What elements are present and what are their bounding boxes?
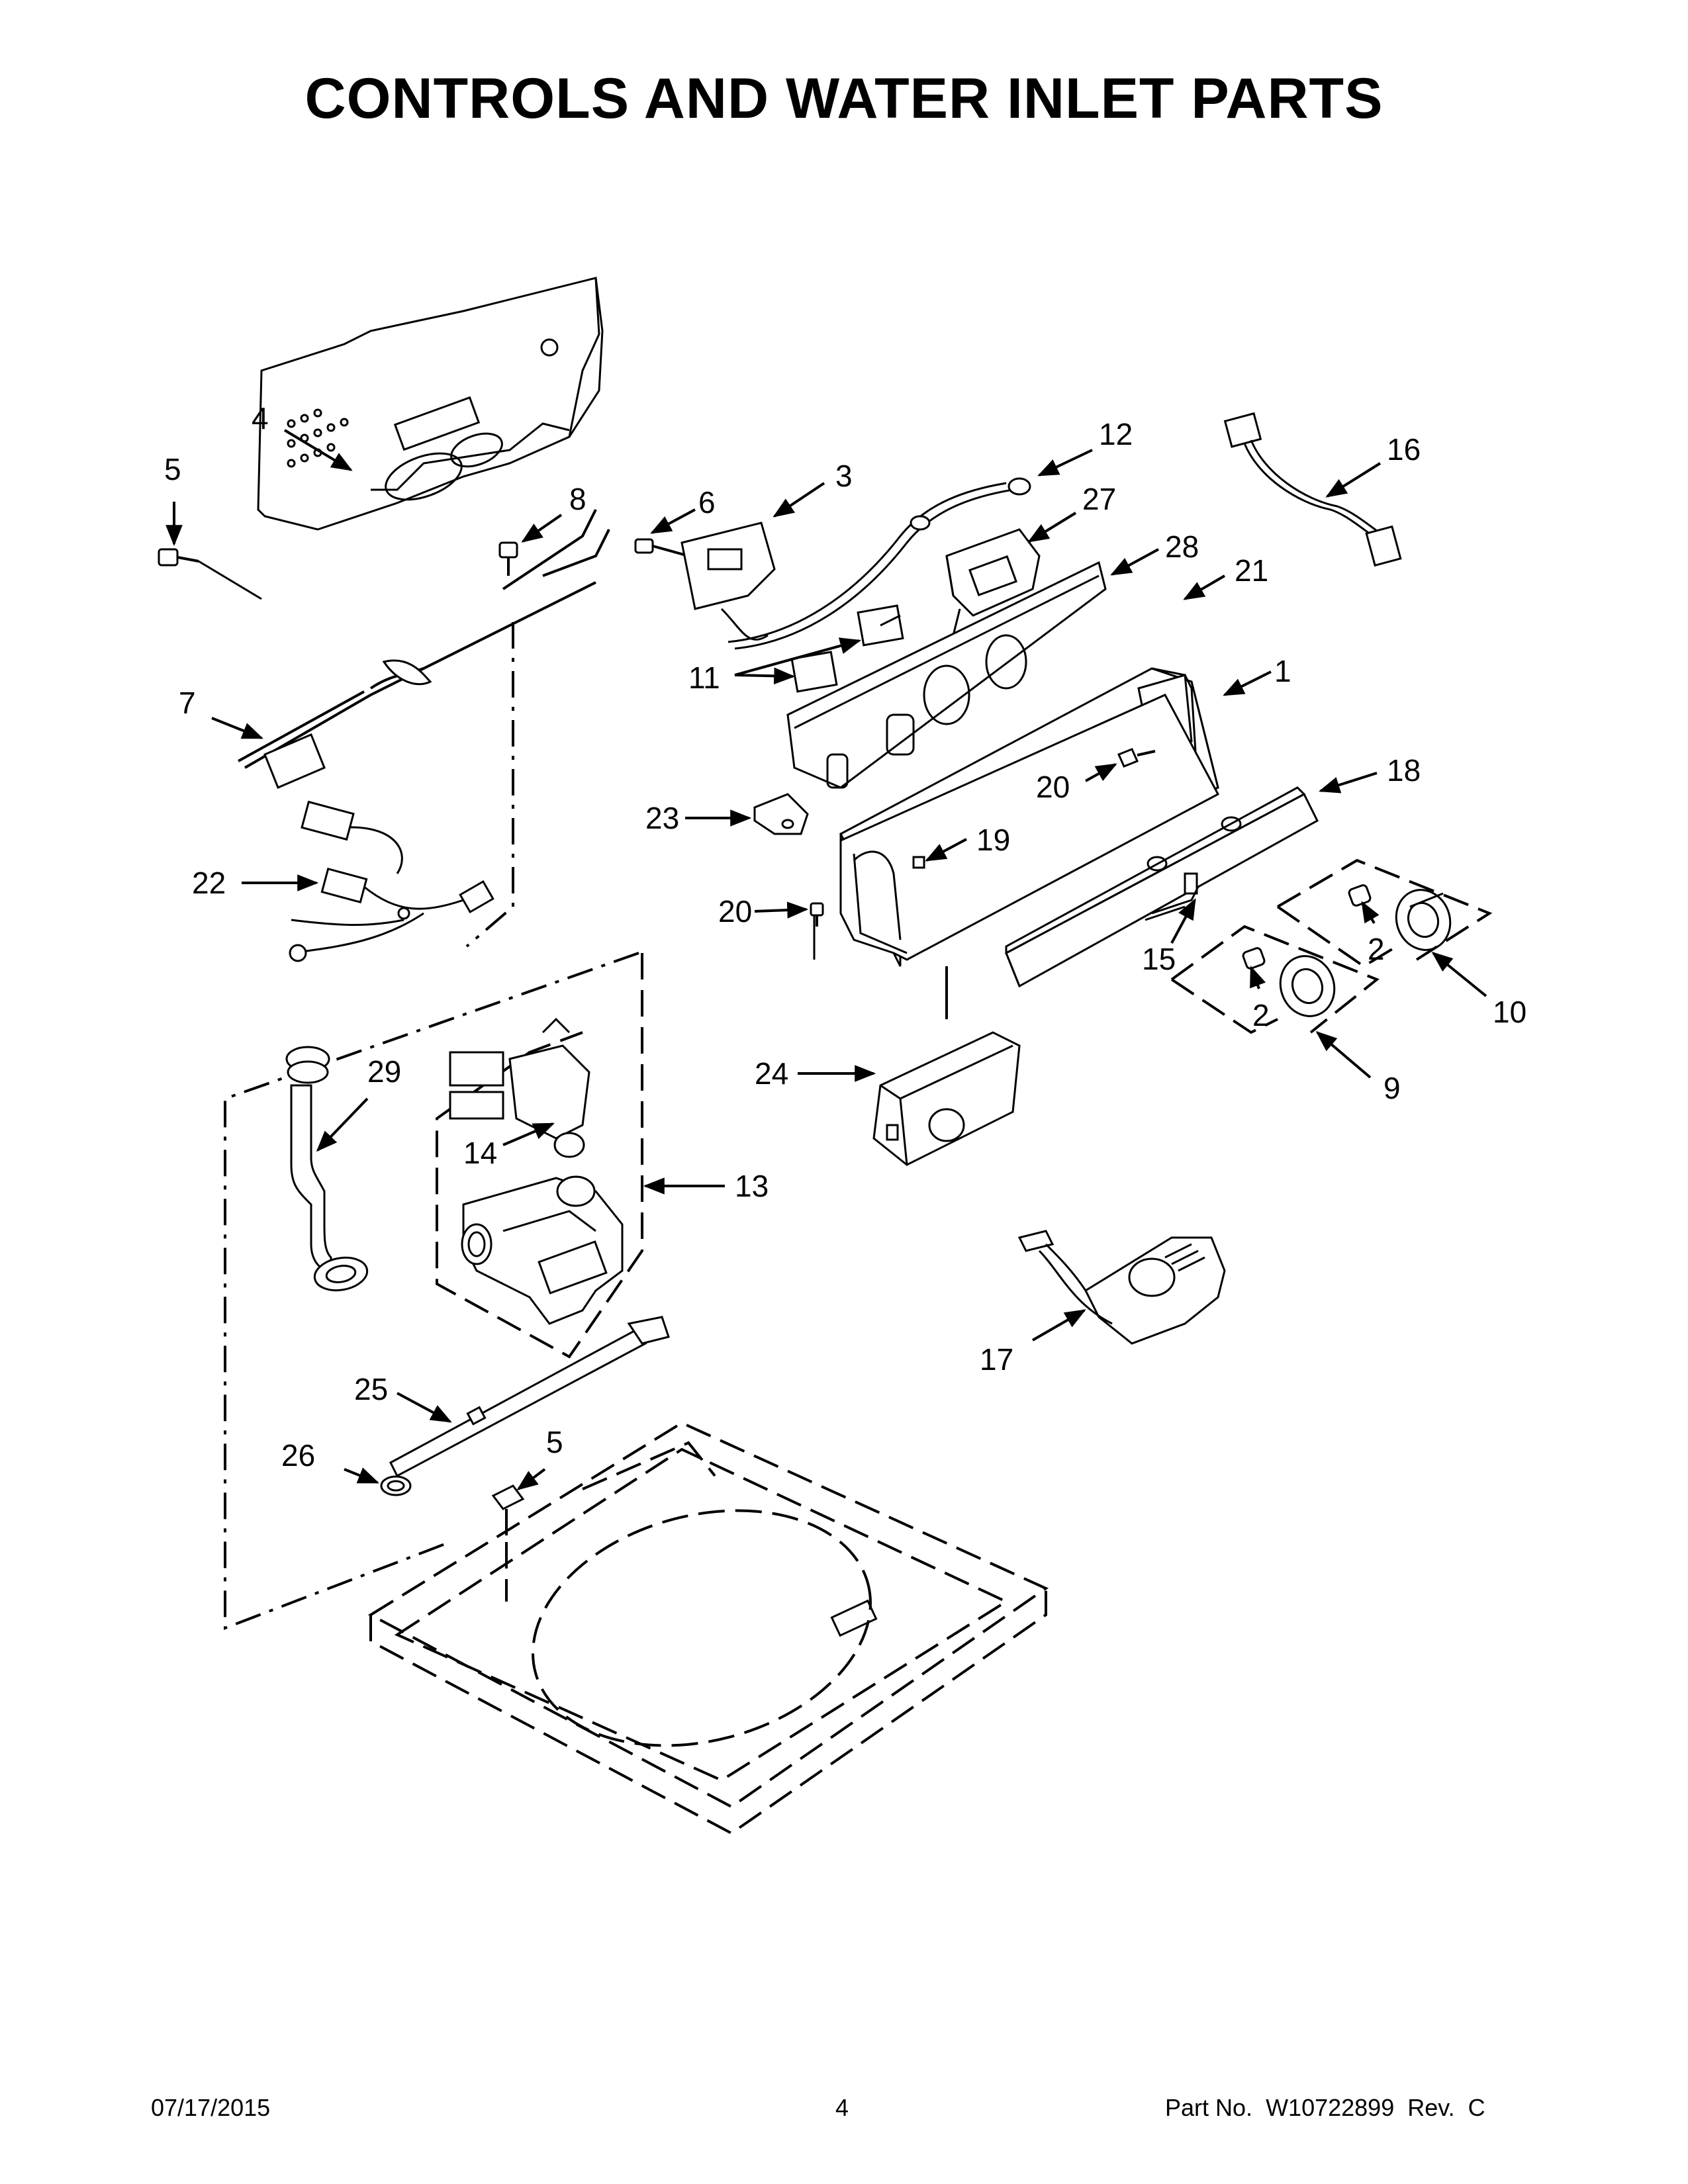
bracket-3-part	[680, 522, 776, 641]
callout-5: 5	[546, 1425, 563, 1459]
knob-10-guide	[1276, 858, 1493, 961]
spring-2-lower-part	[1242, 947, 1266, 970]
callout-14: 14	[463, 1136, 497, 1170]
callout-4: 4	[252, 401, 269, 435]
callout-27: 27	[1082, 482, 1116, 516]
rear-panel-part	[257, 277, 604, 531]
callout-25: 25	[354, 1372, 388, 1406]
control-board-24-part	[872, 1031, 1021, 1166]
board-17-part	[1017, 1230, 1226, 1345]
washer-top-outline	[367, 1421, 1049, 1835]
callout-22: 22	[192, 866, 226, 900]
footer-date: 07/17/2015	[151, 2094, 271, 2121]
callout-13: 13	[735, 1169, 769, 1203]
harness-7-part	[238, 509, 610, 789]
callout-17: 17	[980, 1342, 1013, 1377]
water-valve-13-part	[461, 1175, 624, 1325]
screw-20-lower-part	[810, 902, 824, 927]
rev-label: Rev.	[1407, 2094, 1455, 2121]
callout-6: 6	[698, 485, 716, 520]
bracket-23-part	[753, 793, 809, 835]
callout-5: 5	[164, 452, 181, 486]
board-27-part	[945, 528, 1041, 643]
callout-2: 2	[1252, 998, 1270, 1032]
knob-10-part	[1395, 889, 1452, 951]
footer-part-number: Part No. W10722899 Rev. C	[1165, 2094, 1485, 2122]
clamp-26-part	[380, 1475, 412, 1496]
callout-11: 11	[688, 660, 720, 695]
fill-hose-29-part	[285, 1046, 369, 1292]
console-back-28-part	[786, 561, 1107, 789]
callout-26: 26	[281, 1438, 315, 1473]
water-valve-harness-14-part	[449, 1017, 590, 1158]
callout-10: 10	[1493, 995, 1526, 1029]
callout-15: 15	[1142, 942, 1176, 976]
callout-18: 18	[1387, 753, 1421, 788]
callout-28: 28	[1165, 529, 1199, 564]
screw-8-part	[498, 541, 518, 576]
callout-2: 2	[1368, 932, 1385, 966]
callout-19: 19	[976, 823, 1010, 857]
harness-22-part	[289, 800, 494, 962]
callout-7: 7	[179, 686, 196, 720]
footer-page-number: 4	[835, 2094, 849, 2121]
callout-21: 21	[1235, 553, 1268, 588]
callout-12: 12	[1099, 417, 1133, 451]
callout-16: 16	[1387, 432, 1421, 467]
harness-16-part	[1223, 412, 1402, 567]
spring-2-upper-part	[1348, 884, 1372, 907]
part-number: W10722899	[1266, 2094, 1395, 2121]
leader-lines	[165, 429, 1487, 1490]
knob-9-part	[1279, 955, 1336, 1017]
knob-10-guide-lower	[1276, 905, 1398, 968]
knob-9-guide	[1170, 925, 1380, 1034]
harness-12-part	[727, 477, 1031, 650]
callout-3: 3	[835, 459, 853, 493]
overlay-18-part	[1005, 786, 1319, 988]
callout-8: 8	[569, 482, 586, 516]
callout-9: 9	[1383, 1071, 1401, 1105]
callout-29: 29	[367, 1054, 401, 1089]
callout-20: 20	[1036, 770, 1070, 804]
callout-1: 1	[1274, 654, 1291, 688]
rev-value: C	[1468, 2094, 1485, 2121]
inlet-subgroup-line	[436, 953, 643, 1359]
connector-line-7-22	[465, 622, 514, 948]
callout-24: 24	[755, 1056, 788, 1091]
callout-23: 23	[645, 801, 679, 835]
switch-11-part	[790, 604, 904, 693]
page-title: CONTROLS AND WATER INLET PARTS	[305, 67, 1383, 130]
knob-9-guide-lower	[1170, 978, 1278, 1034]
inlet-enclosure-line	[224, 952, 639, 1630]
callout-20: 20	[718, 894, 752, 929]
screw-20-upper-part	[1117, 748, 1156, 768]
screw-5-bottom-part	[491, 1484, 525, 1602]
screw-5-top-part	[158, 548, 262, 600]
part-label: Part No.	[1165, 2094, 1253, 2121]
hose-25-part	[389, 1316, 670, 1478]
